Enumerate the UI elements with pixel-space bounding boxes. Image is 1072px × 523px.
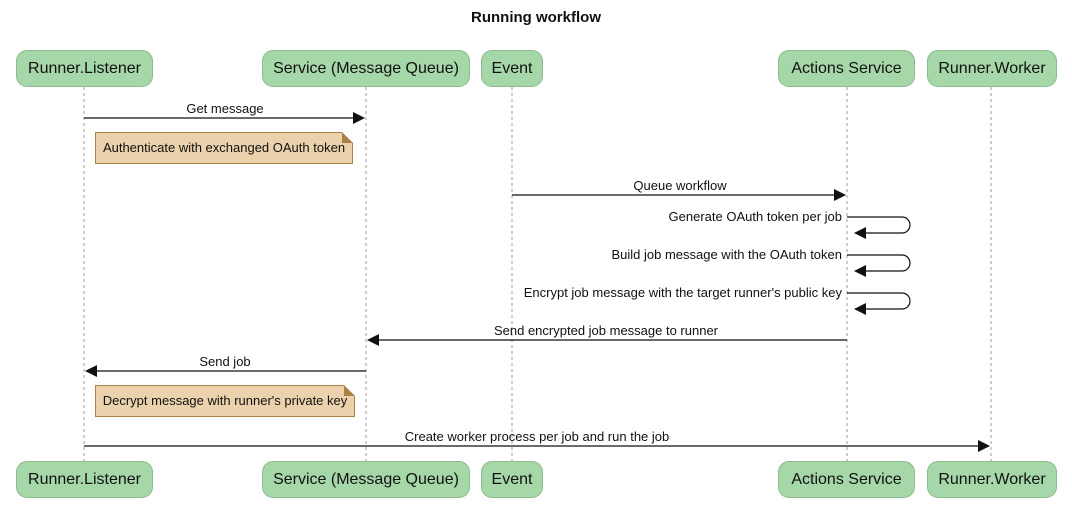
message-label-queue-workflow: Queue workflow: [633, 178, 727, 193]
note-authenticate-oauth: Authenticate with exchanged OAuth token: [95, 132, 353, 164]
note-decrypt-message: Decrypt message with runner's private ke…: [95, 385, 355, 417]
actor-label: Event: [491, 470, 533, 488]
arrow-self-generate-oauth-token: [847, 216, 911, 239]
actor-top-actions-service: Actions Service: [778, 50, 915, 87]
actor-label: Runner.Worker: [938, 59, 1046, 77]
message-label-encrypt-job-message: Encrypt job message with the target runn…: [523, 285, 842, 300]
actor-label: Actions Service: [791, 470, 902, 488]
arrow-self-build-job-message: [847, 254, 911, 277]
actor-bottom-runner-worker: Runner.Worker: [927, 461, 1057, 498]
message-label-create-worker-process: Create worker process per job and run th…: [404, 429, 670, 444]
message-label-build-job-message: Build job message with the OAuth token: [611, 247, 842, 262]
actor-label: Runner.Listener: [28, 470, 141, 488]
note-text: Decrypt message with runner's private ke…: [102, 393, 348, 408]
actor-bottom-event: Event: [481, 461, 543, 498]
actor-bottom-actions-service: Actions Service: [778, 461, 915, 498]
actor-label: Runner.Worker: [938, 470, 1046, 488]
actor-bottom-runner-listener: Runner.Listener: [16, 461, 153, 498]
message-label-send-job: Send job: [199, 354, 251, 369]
actor-label: Service (Message Queue): [273, 59, 459, 77]
actor-label: Service (Message Queue): [273, 470, 459, 488]
message-label-get-message: Get message: [186, 101, 264, 116]
note-text: Authenticate with exchanged OAuth token: [102, 140, 346, 155]
actor-bottom-service-message-queue: Service (Message Queue): [262, 461, 470, 498]
arrow-self-encrypt-job-message: [847, 292, 911, 315]
actor-top-service-message-queue: Service (Message Queue): [262, 50, 470, 87]
actor-label: Actions Service: [791, 59, 902, 77]
message-label-send-encrypted-job-message: Send encrypted job message to runner: [493, 323, 719, 338]
diagram-title: Running workflow: [471, 9, 601, 26]
actor-label: Runner.Listener: [28, 59, 141, 77]
actor-top-runner-listener: Runner.Listener: [16, 50, 153, 87]
actor-top-event: Event: [481, 50, 543, 87]
actor-label: Event: [491, 59, 533, 77]
actor-top-runner-worker: Runner.Worker: [927, 50, 1057, 87]
message-label-generate-oauth-token: Generate OAuth token per job: [668, 209, 842, 224]
